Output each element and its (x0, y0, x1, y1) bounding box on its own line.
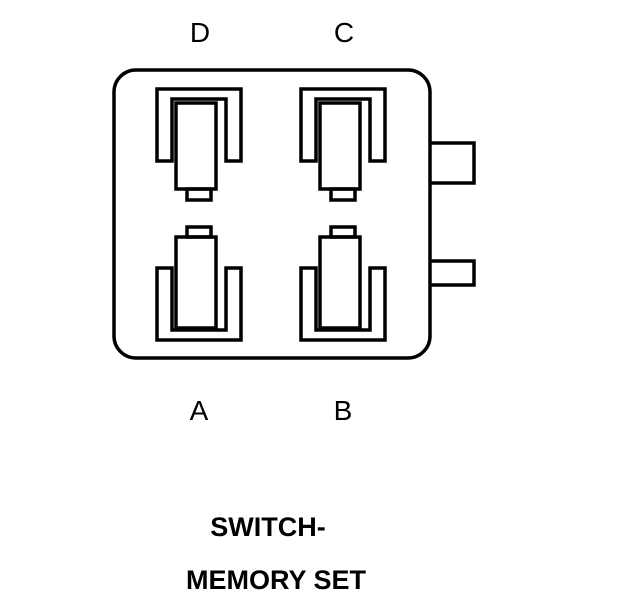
latch-tab-lower (430, 259, 476, 287)
pin-label-d: D (190, 17, 210, 48)
component-title-line1: SWITCH- (210, 512, 325, 542)
pin-label-b: B (334, 395, 353, 426)
latch-tab-upper (430, 141, 476, 185)
cavity-c (299, 87, 387, 202)
connector-body (112, 68, 476, 360)
cavity-a (155, 225, 243, 342)
pin-label-c: C (334, 17, 354, 48)
pin-label-a: A (190, 395, 209, 426)
cavity-b (299, 225, 387, 342)
cavity-d (155, 87, 243, 202)
connector-housing (112, 68, 432, 360)
component-title-line2: MEMORY SET (186, 565, 367, 595)
